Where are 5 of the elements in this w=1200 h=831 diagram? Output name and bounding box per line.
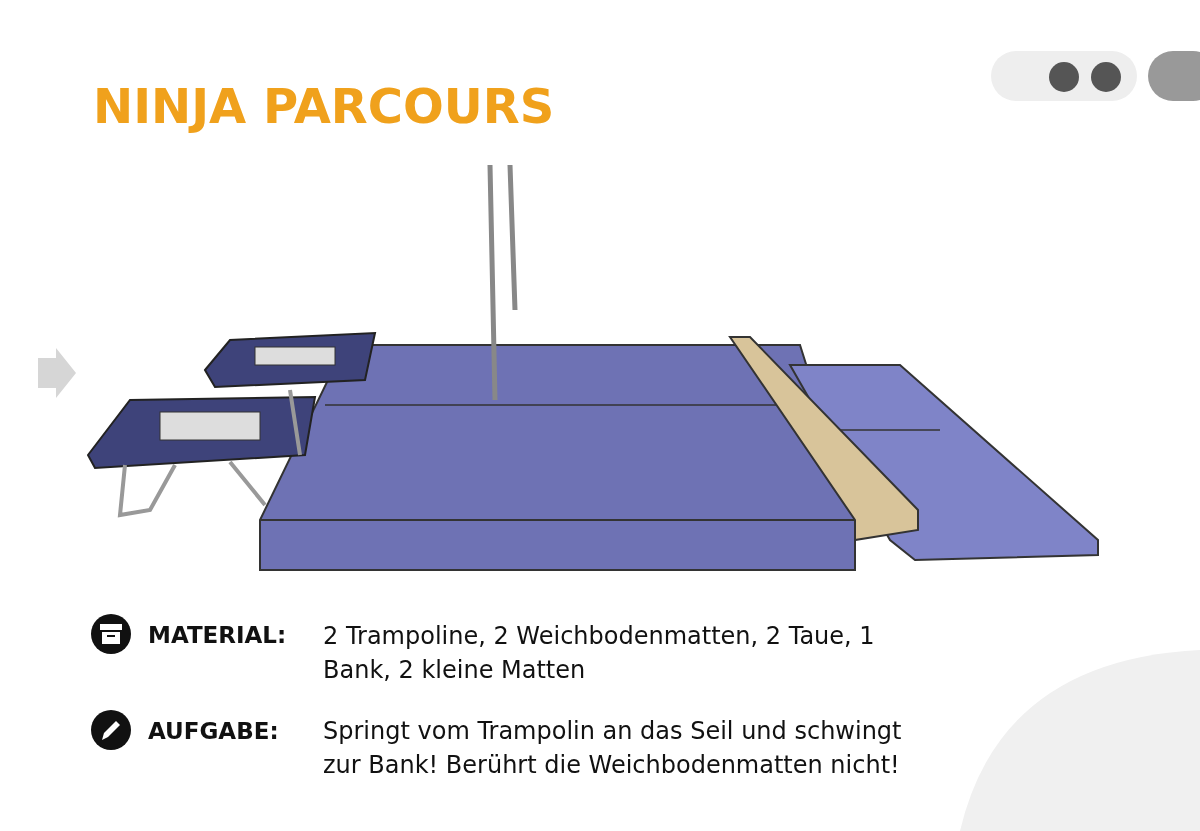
material-heading: MATERIAL: (148, 622, 287, 648)
material-text: 2 Trampoline, 2 Weichbodenmatten, 2 Taue, 1 Bank, 2 kleine Matten (323, 621, 876, 686)
task-text: Springt vom Trampolin an das Seil und schwingt zur Bank! Berührt die Weichbodenmatten nicht! (323, 716, 903, 781)
title: NINJA PARCOURS (93, 78, 555, 134)
task-heading: AUFGABE: (148, 718, 279, 744)
